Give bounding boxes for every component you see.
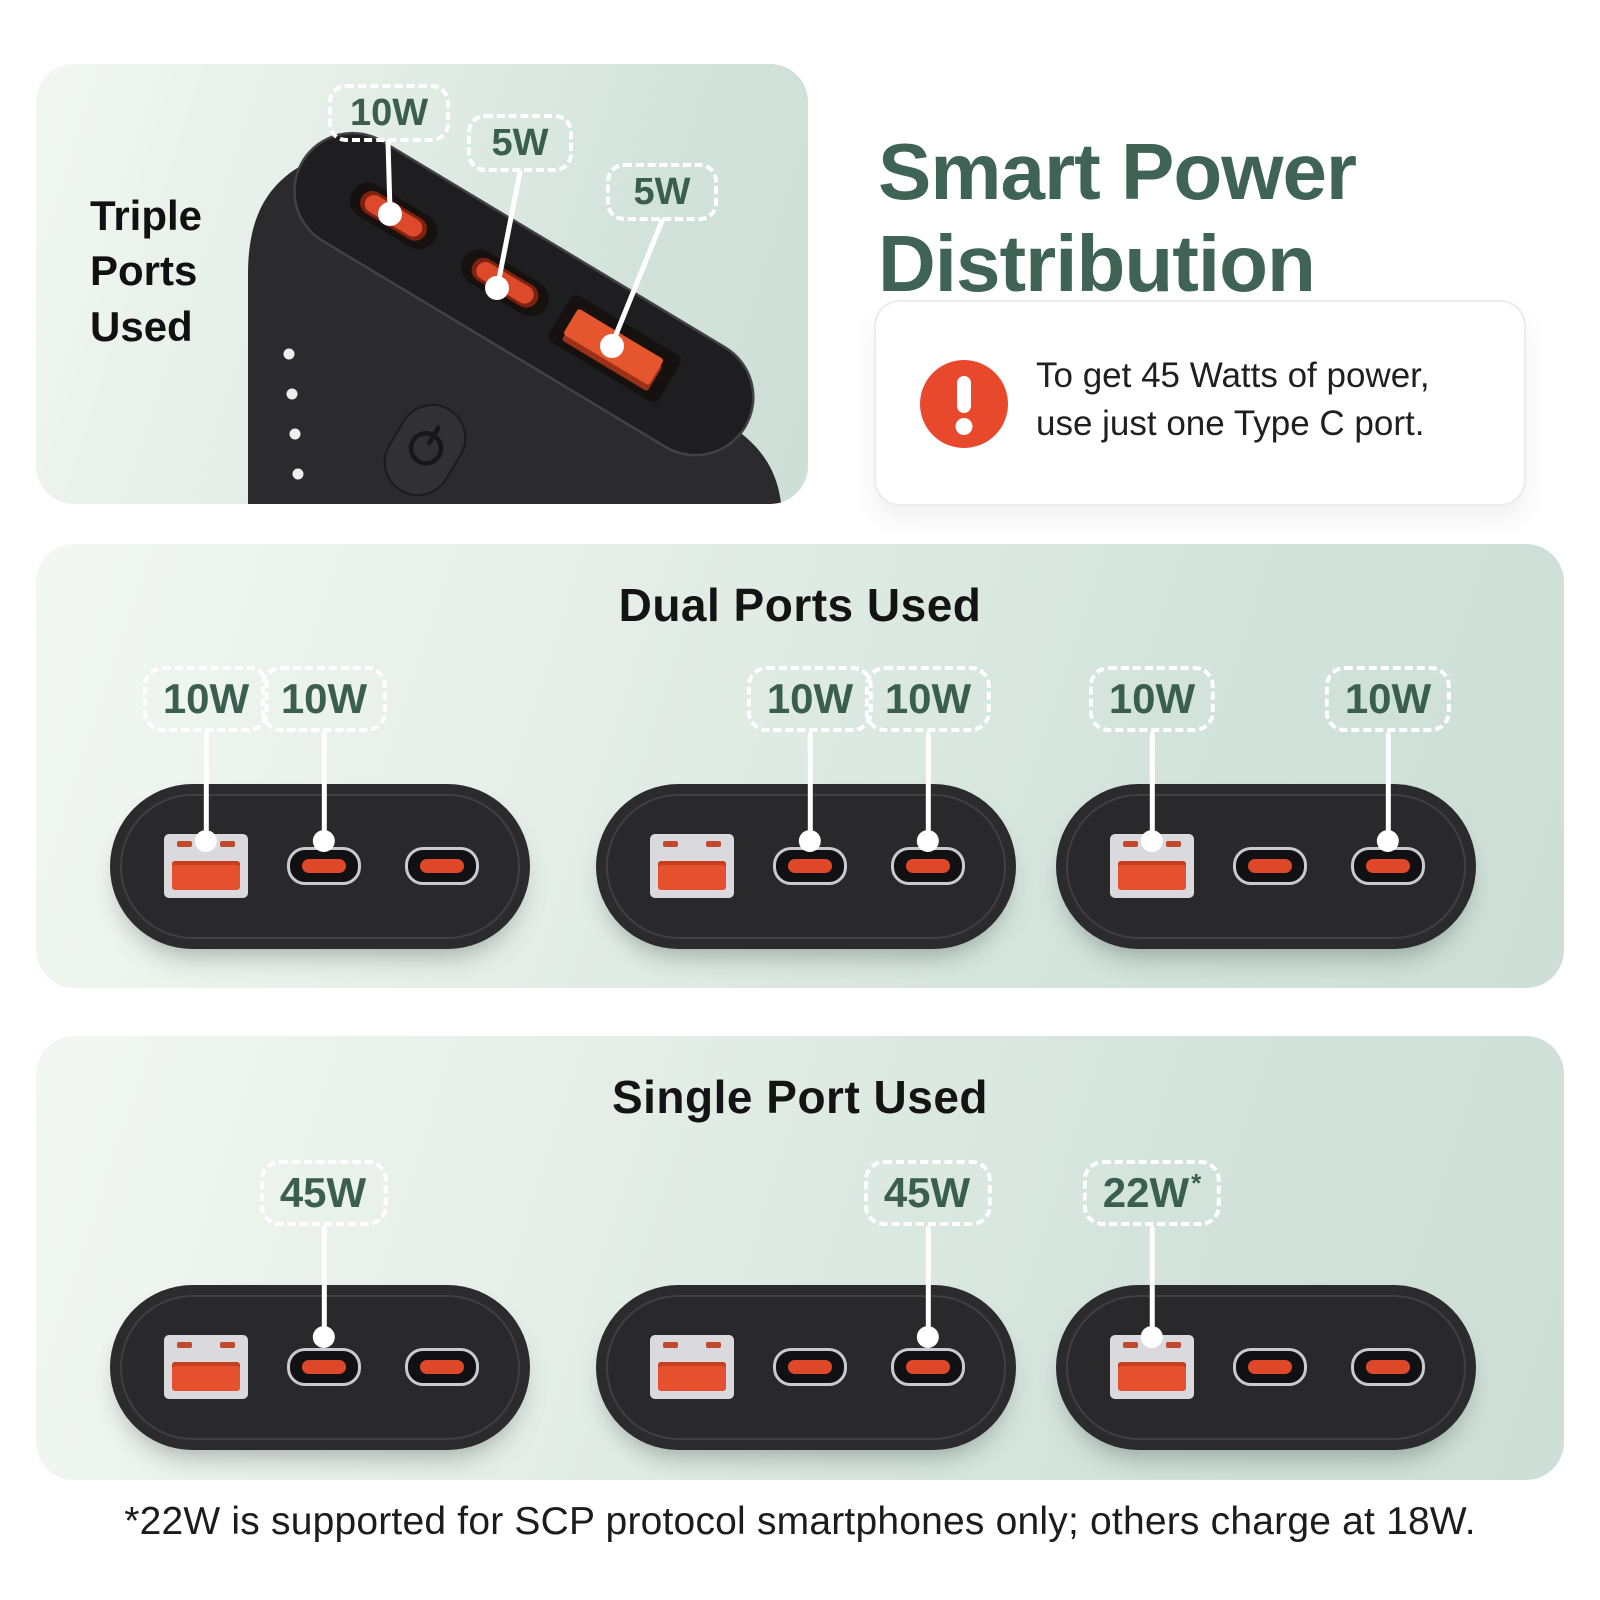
callout-line [203, 732, 209, 832]
callout-line [925, 1226, 931, 1328]
footnote: *22W is supported for SCP protocol smart… [124, 1500, 1476, 1543]
wattage-callout: 45W [863, 1160, 993, 1348]
callout-line [321, 732, 327, 832]
callout-dot [194, 830, 217, 852]
wattage-label: 10W [162, 675, 250, 722]
callout-dot [312, 1326, 335, 1348]
callout-dot [798, 830, 821, 852]
powerbank-front [110, 784, 530, 949]
page-title: Smart Power Distribution [878, 126, 1357, 309]
wattage-callout: 10W [142, 666, 270, 852]
usb-c-port-2 [405, 847, 479, 885]
wattage-label: 10W [280, 675, 368, 722]
led-indicator-dots [283, 348, 304, 480]
wattage-callout-box: 10W [260, 666, 388, 732]
usb-a-port [650, 834, 734, 898]
usb-c-port-2 [1351, 847, 1425, 885]
single-port-title: Single Port Used [611, 1071, 989, 1123]
angled-powerbank-illustration [248, 131, 782, 504]
usb-c-port-1 [1233, 1348, 1307, 1386]
usb-a-port [1110, 834, 1194, 898]
wattage-label: 5W [633, 170, 691, 213]
callout-line [1385, 732, 1391, 832]
wattage-callout-box: 10W [1324, 666, 1452, 732]
callout-line [925, 732, 931, 832]
callout-line [1149, 732, 1155, 832]
usb-c-port-1 [287, 847, 361, 885]
powerbank-front [1056, 784, 1476, 949]
wattage-callout: 22W * [1082, 1160, 1222, 1348]
wattage-callout: 45W [259, 1160, 389, 1348]
wattage-callout-box: 45W [863, 1160, 993, 1226]
wattage-callout-box: 10W [746, 666, 874, 732]
wattage-callout-box: 22W * [1082, 1160, 1222, 1226]
dual-ports-title: Dual Ports Used [618, 579, 982, 631]
callout-dot [1376, 830, 1399, 852]
usb-a-port [650, 1335, 734, 1399]
callout-line [1149, 1226, 1155, 1328]
usb-c-port-1 [773, 1348, 847, 1386]
powerbank-front [596, 784, 1016, 949]
wattage-callout: 10W [746, 666, 874, 852]
wattage-callout-box: 45W [259, 1160, 389, 1226]
single-port-panel: Single Port Used 45W [36, 1036, 1564, 1480]
wattage-asterisk: * [1191, 1167, 1202, 1198]
usb-c-port-2 [891, 847, 965, 885]
callout-line [321, 1226, 327, 1328]
wattage-callout: 10W [864, 666, 992, 852]
wattage-callout-box: 10W [864, 666, 992, 732]
callout-dot [1140, 1326, 1163, 1348]
wattage-label: 10W [766, 675, 854, 722]
callout-line [807, 732, 813, 832]
wattage-label: 10W [1344, 675, 1432, 722]
wattage-callout: 10W [260, 666, 388, 852]
usb-c-port-2 [405, 1348, 479, 1386]
callout-dot [916, 1326, 939, 1348]
dual-ports-panel: Dual Ports Used 1 [36, 544, 1564, 988]
callout-dot [1140, 830, 1163, 852]
wattage-callout-box: 10W [1088, 666, 1216, 732]
usb-c-port-1 [287, 1348, 361, 1386]
wattage-label: 45W [279, 1169, 367, 1216]
usb-c-port-1 [773, 847, 847, 885]
triple-ports-panel: Triple Ports Used 10W 5W 5W [36, 64, 808, 504]
note-card: To get 45 Watts of power, use just one T… [874, 300, 1526, 506]
callout-lines [385, 139, 665, 345]
usb-c-port-2 [1351, 1348, 1425, 1386]
wattage-callout-box: 5W [606, 163, 718, 221]
usb-c-port-2 [891, 1348, 965, 1386]
note-text: To get 45 Watts of power, use just one T… [1036, 356, 1430, 443]
wattage-callout-box: 10W [328, 84, 451, 142]
wattage-callout-box: 10W [142, 666, 270, 732]
wattage-label: 10W [884, 675, 972, 722]
power-button-icon [383, 403, 467, 497]
powerbank-front [1056, 1285, 1476, 1450]
wattage-label: 10W [1108, 675, 1196, 722]
callout-dot [916, 830, 939, 852]
powerbank-front [596, 1285, 1016, 1450]
callout-dot [312, 830, 335, 852]
wattage-label: 5W [491, 121, 549, 164]
usb-a-port [164, 1335, 248, 1399]
alert-exclamation-icon [920, 360, 1008, 448]
usb-c-port-1 [1233, 847, 1307, 885]
wattage-callout: 10W [1088, 666, 1216, 852]
triple-ports-label: Triple Ports Used [90, 192, 203, 350]
wattage-callout-box: 5W [467, 114, 573, 172]
wattage-label: 45W [883, 1169, 971, 1216]
wattage-callout: 10W [1324, 666, 1452, 852]
wattage-label: 22W [1102, 1169, 1190, 1216]
wattage-label: 10W [350, 91, 429, 134]
callout-dots [378, 202, 624, 358]
powerbank-front [110, 1285, 530, 1450]
